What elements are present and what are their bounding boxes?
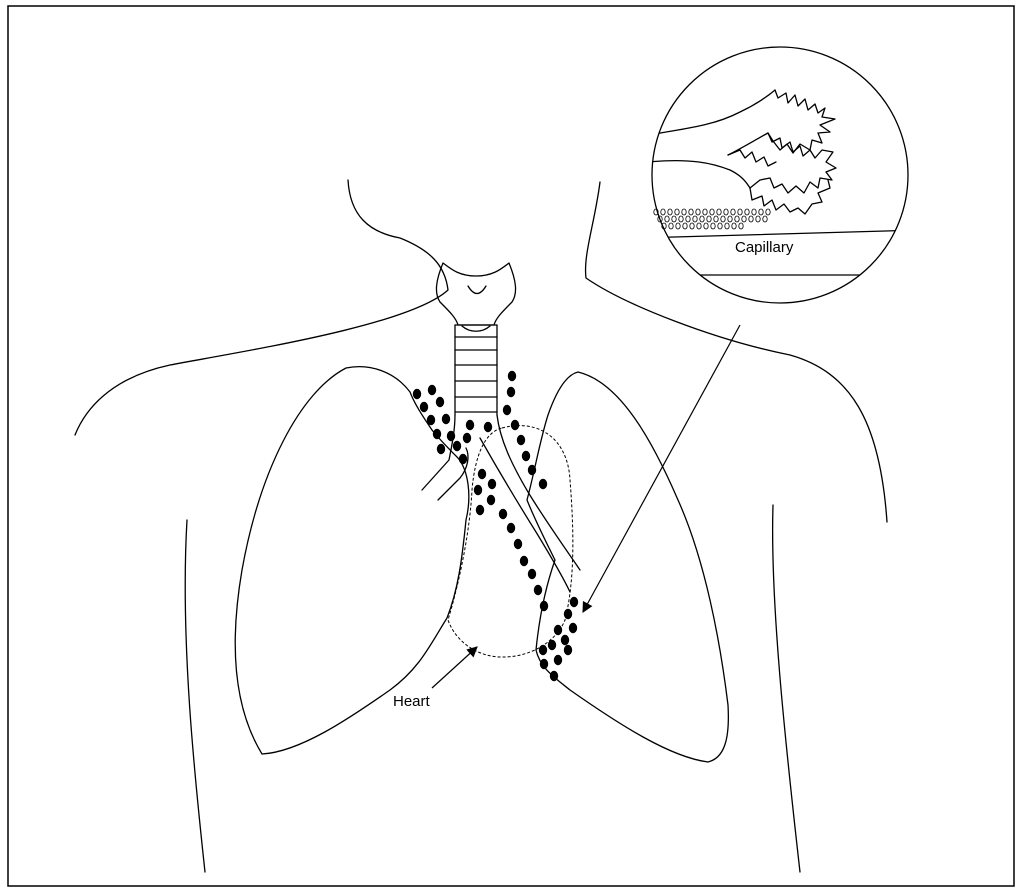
blood-cell-dot — [550, 671, 558, 681]
blood-cell-dot — [413, 389, 421, 399]
heart-arrow — [432, 647, 477, 688]
blood-cell-dot — [564, 609, 572, 619]
blood-cell-dot — [507, 523, 515, 533]
blood-cell-dot — [474, 485, 482, 495]
blood-cell-dot — [433, 429, 441, 439]
magnified-view: Capillary — [640, 47, 920, 303]
blood-cell-dot — [487, 495, 495, 505]
blood-cell-dot — [539, 645, 547, 655]
blood-cell-dot — [476, 505, 484, 515]
blood-cell-dot — [540, 659, 548, 669]
larynx — [436, 263, 515, 325]
trachea — [455, 325, 497, 415]
blood-cell-dot — [488, 479, 496, 489]
blood-cell-dot — [554, 655, 562, 665]
blood-cell-dot — [528, 465, 536, 475]
blood-cell-dot — [484, 422, 492, 432]
blood-cell-dot — [420, 402, 428, 412]
blood-cell-dot — [561, 635, 569, 645]
blood-cell-dot — [427, 415, 435, 425]
blood-cell-dot — [517, 435, 525, 445]
blood-cell-dot — [507, 387, 515, 397]
blood-cell-dot — [459, 454, 467, 464]
blood-cell-dot — [442, 414, 450, 424]
blood-cell-dot — [522, 451, 530, 461]
blood-cell-dot — [436, 397, 444, 407]
blood-cell-dot — [437, 444, 445, 454]
blood-cell-dot — [503, 405, 511, 415]
capillary-label: Capillary — [735, 239, 794, 256]
blood-cell-dot — [499, 509, 507, 519]
blood-cell-dot — [528, 569, 536, 579]
blood-cell-dot — [539, 479, 547, 489]
blood-cell-dot — [478, 469, 486, 479]
right-lung — [235, 367, 469, 754]
blood-cell-dot — [554, 625, 562, 635]
bronchi — [422, 415, 580, 592]
blood-cell-dot — [511, 420, 519, 430]
magnify-arrow — [583, 325, 740, 612]
blood-cell-dot — [569, 623, 577, 633]
blood-cell-dot — [466, 420, 474, 430]
blood-cell-dot — [534, 585, 542, 595]
blood-cell-dot — [508, 371, 516, 381]
blood-cell-dot — [514, 539, 522, 549]
heart-label: Heart — [393, 693, 431, 710]
blood-cell-dot — [463, 433, 471, 443]
blood-cell-dot — [520, 556, 528, 566]
blood-cell-dot — [564, 645, 572, 655]
blood-cell-dot — [548, 640, 556, 650]
blood-cell-dot — [453, 441, 461, 451]
blood-cell-dot — [540, 601, 548, 611]
blood-cell-dot — [447, 431, 455, 441]
blood-cell-dot — [570, 597, 578, 607]
blood-cell-dot — [428, 385, 436, 395]
